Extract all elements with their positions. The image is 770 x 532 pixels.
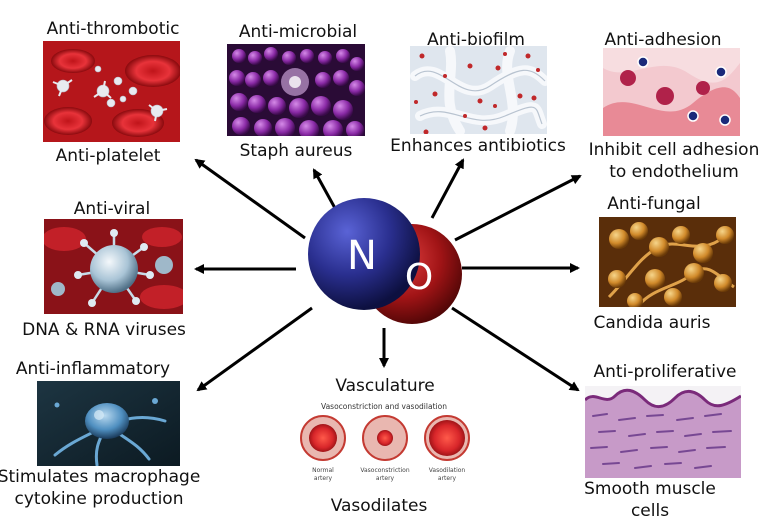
dilated-artery-lumen	[429, 420, 465, 456]
staph-aureus-image	[227, 44, 365, 136]
vasculature-caption: Vasodilates	[330, 496, 428, 516]
vessel-figure-title: Vasoconstriction and vasodilation	[321, 402, 447, 411]
proliferative-title: Anti-proliferative	[593, 362, 737, 382]
vessel-label-3a: Vasodilation	[429, 467, 466, 474]
arrow-to-inflammatory	[196, 306, 313, 392]
arrow-to-thrombotic	[194, 158, 306, 240]
vessel-label-1b: artery	[314, 475, 333, 482]
biofilm-title: Anti-biofilm	[427, 30, 525, 50]
proliferative-caption-line2: cells	[630, 501, 670, 521]
constricted-artery-lumen	[377, 430, 393, 446]
viral-title: Anti-viral	[73, 199, 151, 219]
adhesion-caption: Inhibit cell adhesion to endothelium	[589, 139, 760, 183]
nitrogen-atom	[308, 198, 420, 310]
adhesion-caption-line2: to endothelium	[609, 162, 739, 182]
vessel-figure: Vasoconstriction and vasodilation Normal…	[300, 402, 470, 482]
biofilm-caption: Enhances antibiotics	[390, 136, 566, 156]
normal-artery-lumen	[309, 424, 337, 452]
smooth-muscle-image	[585, 386, 741, 478]
oxygen-label: O	[405, 257, 433, 298]
fungal-title: Anti-fungal	[607, 194, 701, 214]
nitrogen-label: N	[347, 233, 377, 279]
virus-image	[44, 219, 183, 314]
vessel-label-3b: artery	[438, 475, 457, 482]
vessel-label-1a: Normal	[312, 467, 334, 474]
inflammatory-title: Anti-inflammatory	[15, 359, 171, 379]
adhesion-caption-line1: Inhibit cell adhesion	[588, 140, 760, 160]
cell-adhesion-image	[603, 48, 740, 136]
vasculature-title: Vasculature	[335, 376, 435, 396]
microbial-caption: Staph aureus	[239, 141, 353, 161]
inflammatory-caption-line2: cytokine production	[14, 489, 184, 509]
inflammatory-caption-line1: Stimulates macrophage	[0, 467, 201, 487]
biofilm-image	[410, 46, 547, 134]
arrow-to-biofilm	[430, 158, 465, 219]
thrombotic-caption: Anti-platelet	[55, 146, 161, 166]
arrow-to-adhesion	[454, 174, 582, 242]
arrow-to-microbial	[312, 168, 338, 211]
platelet-image	[43, 41, 180, 142]
macrophage-image	[37, 381, 180, 466]
microbial-title: Anti-microbial	[238, 22, 358, 42]
inflammatory-caption: Stimulates macrophage cytokine productio…	[0, 466, 200, 510]
viral-caption: DNA & RNA viruses	[22, 320, 186, 340]
proliferative-caption-line1: Smooth muscle	[584, 479, 716, 499]
adhesion-title: Anti-adhesion	[604, 30, 722, 50]
nitric-oxide-molecule: N O	[308, 198, 462, 324]
candida-image	[599, 217, 736, 307]
thrombotic-title: Anti-thrombotic	[46, 19, 180, 39]
proliferative-caption: Smooth muscle cells	[584, 478, 716, 522]
arrow-to-proliferative	[451, 306, 580, 392]
vessel-label-2b: artery	[376, 475, 395, 482]
fungal-caption: Candida auris	[593, 313, 711, 333]
vessel-label-2a: Vasoconstriction	[360, 467, 409, 474]
